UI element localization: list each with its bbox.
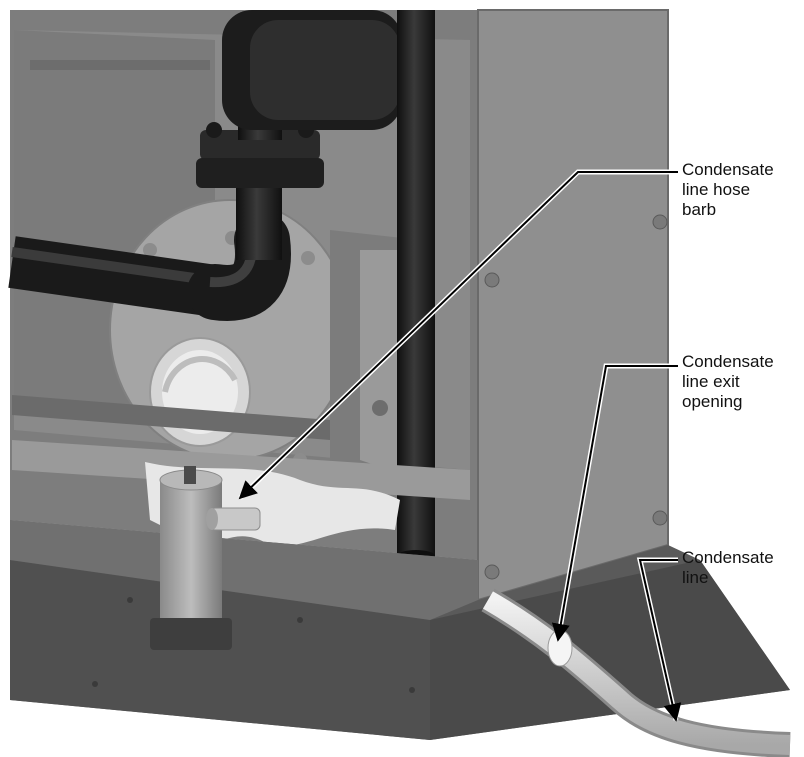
callout-exit-opening: Condensate line exit opening [682, 352, 774, 411]
vertical-pipe [196, 10, 402, 260]
condensate-trap [150, 466, 232, 650]
hose-barb [206, 507, 261, 531]
callout-condensate-line: Condensate line [682, 548, 774, 587]
callout-hose-barb: Condensate line hose barb [682, 160, 774, 219]
leader-lines [238, 169, 682, 722]
